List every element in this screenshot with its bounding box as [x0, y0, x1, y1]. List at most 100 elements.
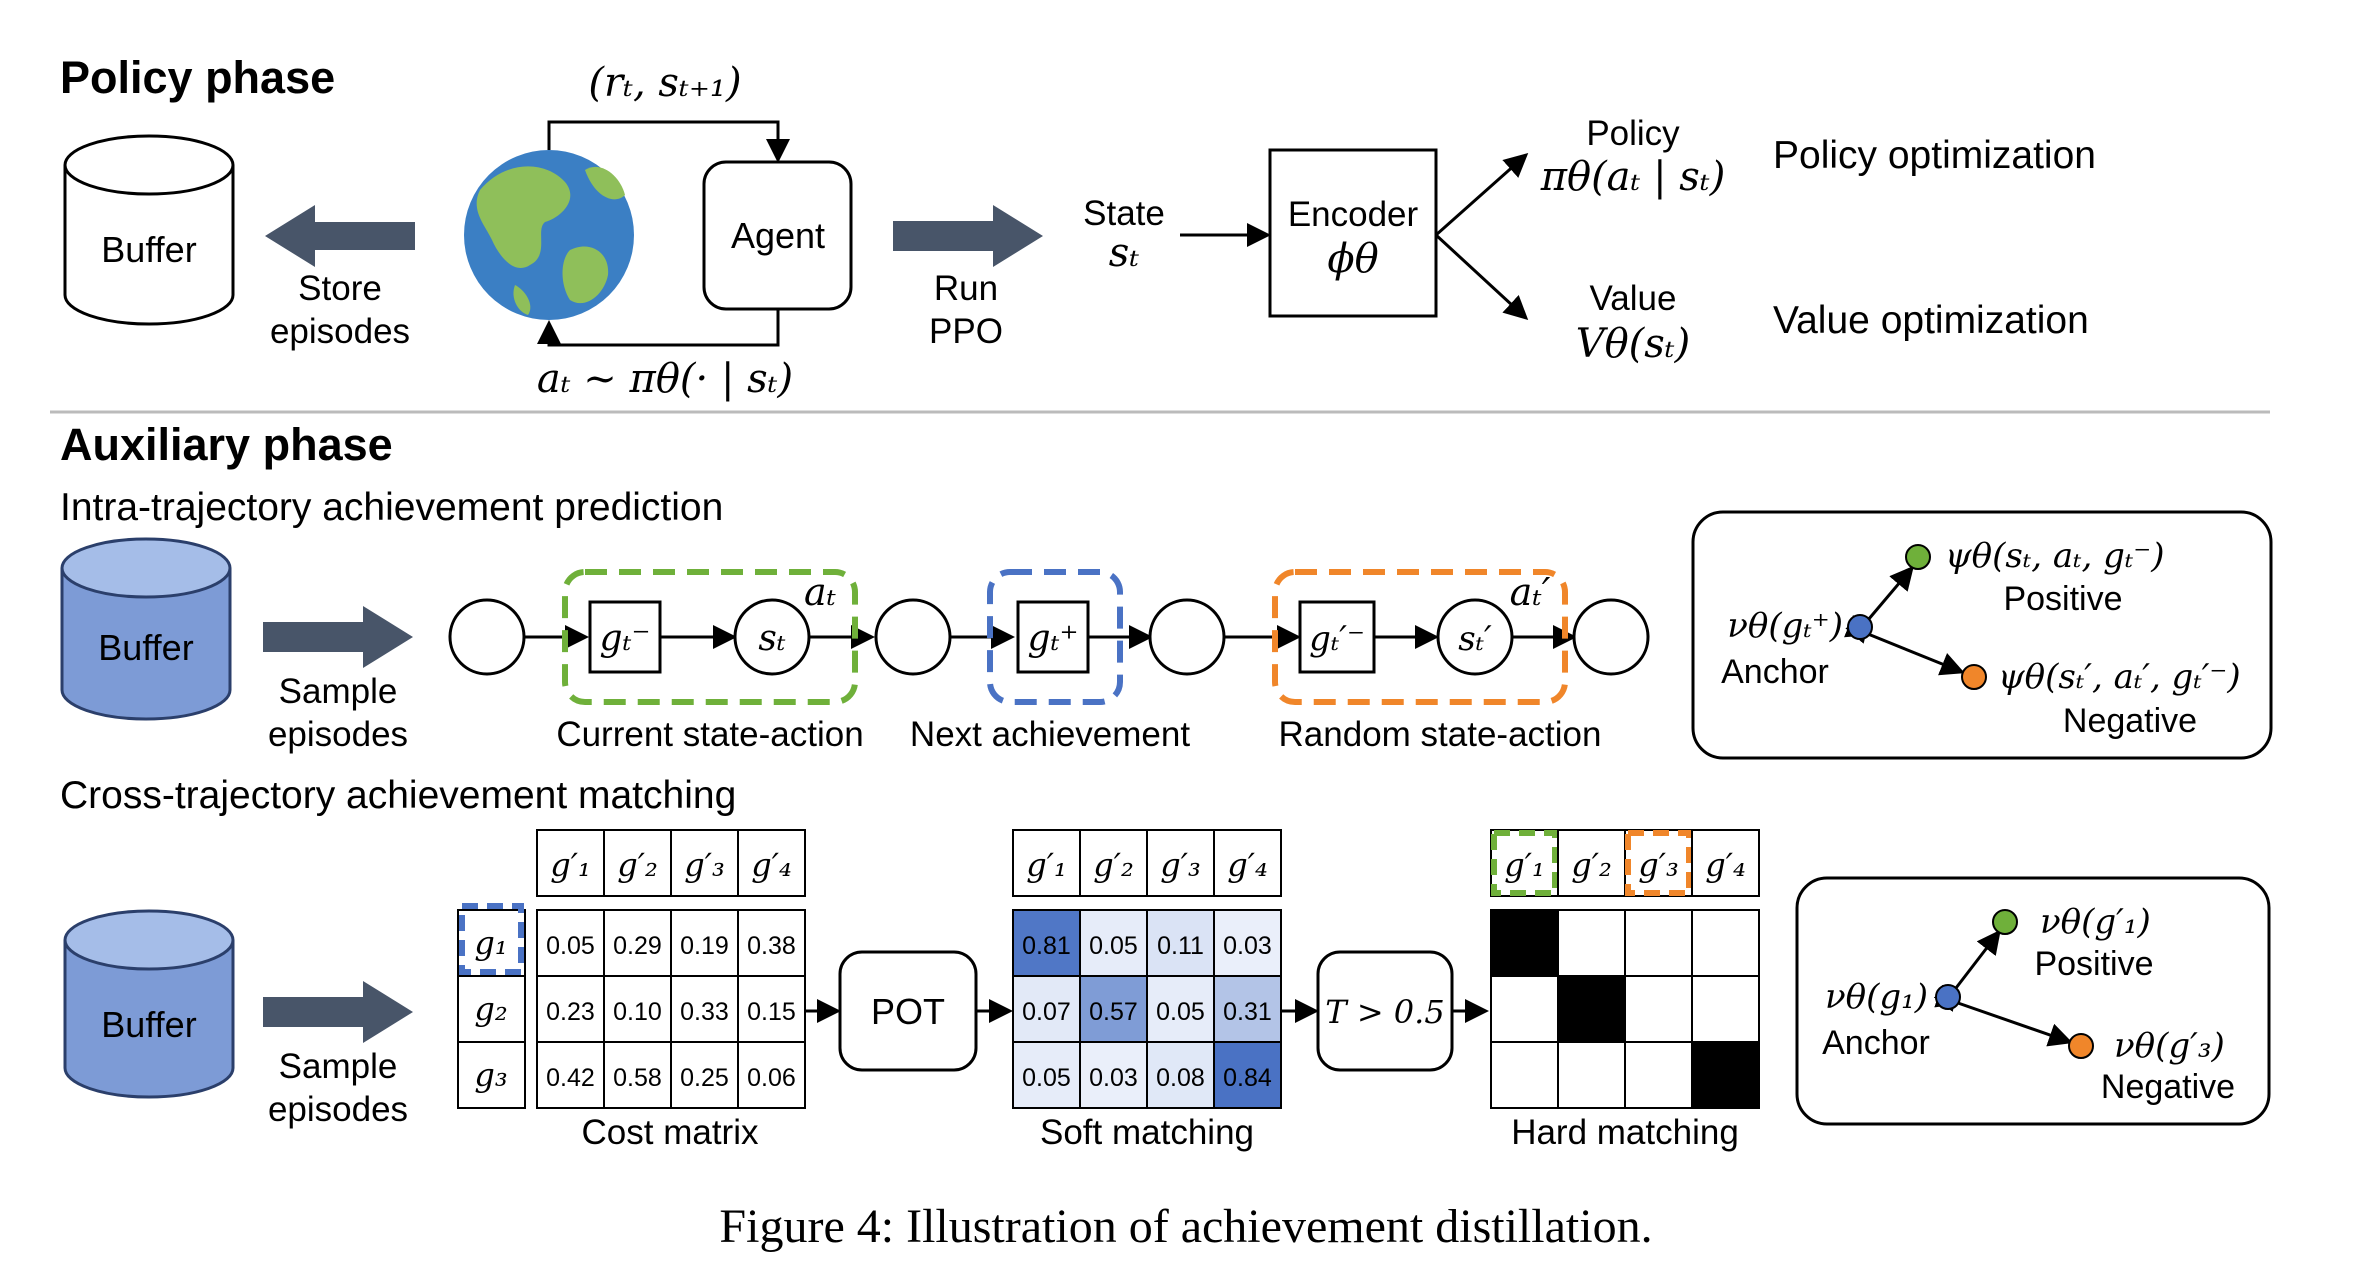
- soft-value: 0.57: [1089, 998, 1138, 1026]
- soft-cell: [1146, 975, 1215, 1043]
- cost-cell: [670, 975, 739, 1043]
- cost-cell: [536, 1041, 605, 1109]
- cost-value: 0.19: [680, 932, 729, 960]
- cost-value: 0.38: [747, 932, 796, 960]
- intra-buffer-label: Buffer: [98, 627, 193, 668]
- reward-obs-label: (rₜ, sₜ₊₁): [588, 60, 741, 106]
- action-label: aₜ ~ πθ(· | sₜ): [537, 356, 793, 402]
- hard-col-highlight: [1491, 830, 1558, 896]
- hard-cell: [1490, 909, 1559, 977]
- cost-row-header: g₂: [474, 990, 507, 1028]
- intra-buffer-cylinder: Buffer: [60, 537, 232, 721]
- legend2-negative-symbol: νθ(g′₃): [2114, 1026, 2225, 1066]
- cost-value: 0.05: [546, 932, 595, 960]
- current-state-action-box: [562, 569, 858, 705]
- soft-col-header-cell: [1213, 829, 1282, 897]
- run-label-2: PPO: [929, 312, 1003, 351]
- policy-buffer-label: Buffer: [101, 229, 196, 270]
- intra-title: Intra-trajectory achievement prediction: [60, 486, 723, 529]
- cost-col-header: g′₂: [617, 846, 658, 884]
- soft-col-header: g′₂: [1093, 846, 1134, 884]
- soft-value: 0.84: [1223, 1064, 1272, 1092]
- cost-value: 0.15: [747, 998, 796, 1026]
- hard-cell: [1691, 975, 1760, 1043]
- soft-col-header-cell: [1079, 829, 1148, 897]
- legend1-anchor-symbol: νθ(gₜ⁺): [1727, 606, 1843, 646]
- figure-caption: Figure 4: Illustration of achievement di…: [719, 1200, 1652, 1253]
- next-achievement-label: Next achievement: [910, 715, 1190, 754]
- state-label: State: [1083, 194, 1165, 233]
- hard-cell: [1624, 975, 1693, 1043]
- encoder-label: Encoder: [1288, 195, 1419, 234]
- hard-col-header-cell: [1691, 829, 1760, 897]
- cross-title: Cross-trajectory achievement matching: [60, 774, 736, 817]
- cost-cell: [603, 909, 672, 977]
- hard-cell: [1557, 1041, 1626, 1109]
- hard-cell: [1557, 909, 1626, 977]
- soft-value: 0.03: [1089, 1064, 1138, 1092]
- soft-col-header: g′₄: [1227, 846, 1268, 884]
- hard-cell: [1624, 909, 1693, 977]
- soft-cell: [1213, 1041, 1282, 1109]
- soft-col-header-cell: [1146, 829, 1215, 897]
- g-tp-minus-box: [1298, 600, 1376, 674]
- hard-cell: [1691, 909, 1760, 977]
- cross-sample-label-2: episodes: [268, 1090, 408, 1129]
- cost-cell: [536, 909, 605, 977]
- trajectory-state-node: [448, 598, 526, 676]
- cost-value: 0.33: [680, 998, 729, 1026]
- legend2-positive-symbol: νθ(g′₁): [2040, 902, 2151, 942]
- hard-col-header-cell: [1557, 829, 1626, 897]
- cost-col-header-cell: [737, 829, 806, 897]
- positive-dot: [1905, 544, 1931, 570]
- legend1-negative-label: Negative: [2063, 702, 2197, 740]
- cost-matrix-label: Cost matrix: [582, 1113, 759, 1152]
- trajectory-state-node: [1148, 598, 1226, 676]
- cross-buffer-cylinder: Buffer: [63, 909, 235, 1099]
- soft-value: 0.11: [1157, 932, 1204, 960]
- cost-cell: [536, 975, 605, 1043]
- hard-col-header: g′₄: [1705, 846, 1746, 884]
- row-header-highlight: [459, 903, 524, 975]
- intra-contrastive-legend: ψθ(sₜ, aₜ, gₜ⁻) Positive νθ(gₜ⁺) Anchor …: [1691, 510, 2273, 760]
- s-tp-symbol: sₜ′: [1458, 619, 1492, 659]
- cross-buffer-label: Buffer: [101, 1004, 196, 1045]
- encoder-symbol: ϕθ: [1327, 236, 1378, 282]
- legend1-anchor-label: Anchor: [1721, 653, 1829, 691]
- legend1-negative-symbol: ψθ(sₜ′, aₜ′, gₜ′⁻): [1998, 657, 2241, 697]
- cost-value: 0.58: [613, 1064, 662, 1092]
- hard-col-header-cell: [1624, 829, 1693, 897]
- cross-sample-label-1: Sample: [279, 1047, 398, 1086]
- cost-col-header: g′₁: [550, 846, 591, 884]
- cost-value: 0.23: [546, 998, 595, 1026]
- soft-matching-label: Soft matching: [1040, 1113, 1254, 1152]
- aux-phase-heading: Auxiliary phase: [60, 419, 393, 470]
- s-t-node: [733, 598, 811, 676]
- intra-sample-arrow: [263, 606, 413, 668]
- store-arrow: [265, 205, 415, 267]
- soft-cell: [1079, 909, 1148, 977]
- cost-cell: [670, 1041, 739, 1109]
- hard-cell: [1691, 1041, 1760, 1109]
- policy-buffer-cylinder: Buffer: [63, 134, 235, 326]
- soft-cell: [1012, 975, 1081, 1043]
- store-label-1: Store: [298, 269, 382, 308]
- soft-col-header: g′₃: [1160, 846, 1201, 884]
- soft-value: 0.08: [1156, 1064, 1205, 1092]
- cross-contrastive-legend: νθ(g′₁) Positive νθ(g₁) Anchor νθ(g′₃) N…: [1795, 876, 2271, 1126]
- cost-row-header-cell: [457, 1041, 526, 1109]
- soft-value: 0.05: [1022, 1064, 1071, 1092]
- cost-value: 0.06: [747, 1064, 796, 1092]
- run-label-1: Run: [934, 269, 998, 308]
- agent-label: Agent: [731, 215, 825, 256]
- trajectory-state-node: [874, 598, 952, 676]
- legend2-anchor-label: Anchor: [1822, 1024, 1930, 1062]
- observation-loop-arrow: [547, 120, 790, 163]
- cost-row-header: g₃: [474, 1056, 507, 1094]
- soft-cell: [1146, 1041, 1215, 1109]
- cost-row-header-cell: [457, 909, 526, 977]
- hard-col-header: g′₂: [1571, 846, 1612, 884]
- soft-value: 0.31: [1223, 998, 1272, 1026]
